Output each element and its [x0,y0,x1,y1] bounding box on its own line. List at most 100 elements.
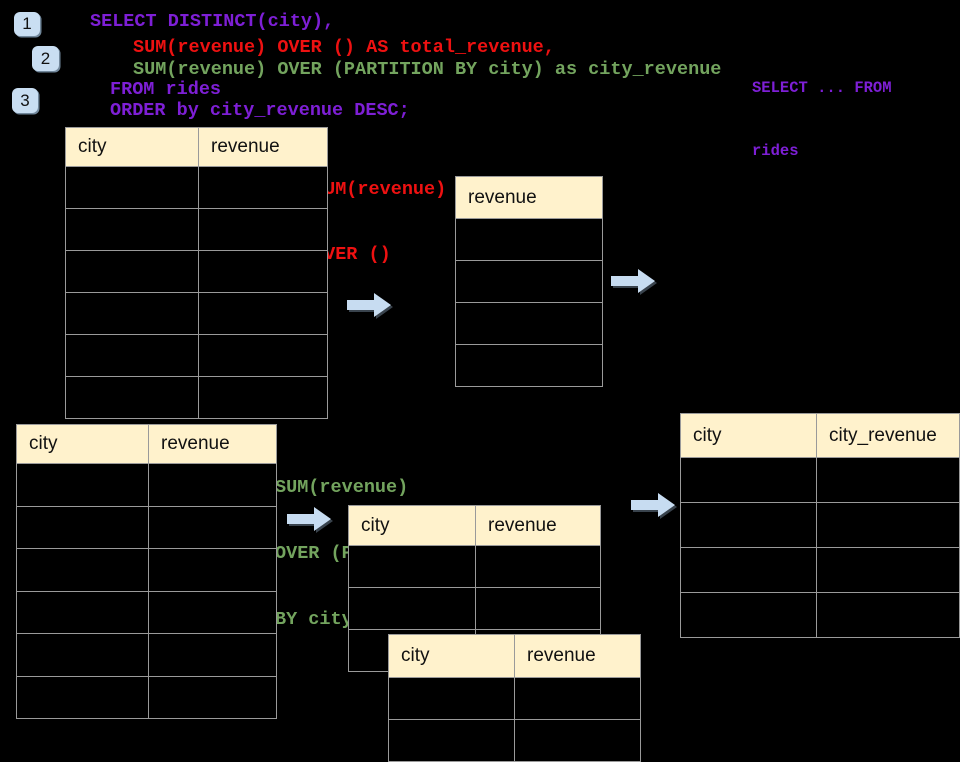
table-row [16,675,277,719]
table-cell-empty [348,545,476,588]
sql-line-order-by: ORDER by city_revenue DESC; [110,100,410,121]
step-badge-2: 2 [32,46,59,71]
arrow-right-icon [347,291,392,319]
table-row [679,502,960,548]
side-note-sql: SELECT ... FROM rides [752,36,892,183]
table-row [65,334,328,377]
table-row [455,344,603,387]
table-cell-empty [679,592,818,638]
table-cell-empty [148,590,277,634]
table-cell-empty [816,547,960,593]
table-row [16,505,277,549]
table-row [679,457,960,503]
table-row [16,633,277,677]
table-cell-empty [816,502,960,548]
table-row [348,545,601,588]
table-cell-empty [16,548,149,592]
table-cell-empty [198,292,328,335]
table-cell-empty [679,547,818,593]
arrow-right-icon [611,267,656,295]
table-cell-empty [65,208,199,251]
step-badge-1: 1 [14,12,40,36]
column-header-city: city [16,424,149,464]
table-cell-empty [388,719,515,762]
annotation-partition-line-1: SUM(revenue) [275,477,409,498]
table-cell-empty [148,548,277,592]
table-row [679,592,960,638]
table-row [65,376,328,419]
table-total-revenue-result: revenue [455,176,603,387]
table-cell-empty [148,463,277,507]
table-row [455,218,603,261]
table-row [65,166,328,209]
table-cell-empty [16,590,149,634]
table-cell-empty [198,334,328,377]
table-cell-empty [816,592,960,638]
sql-line-select: SELECT DISTINCT(city), [90,11,335,32]
table-row [65,292,328,335]
table-cell-empty [455,218,603,261]
column-header-revenue: revenue [455,176,603,219]
table-cell-empty [679,502,818,548]
column-header-city_revenue: city_revenue [816,413,960,458]
column-header-revenue: revenue [475,505,601,546]
table-cell-empty [148,633,277,677]
table-cell-empty [514,677,641,720]
table-row [348,587,601,630]
table-cell-empty [816,457,960,503]
annotation-total-line-2: OVER () [313,243,391,265]
table-cell-empty [388,677,515,720]
column-header-revenue: revenue [198,127,328,167]
table-cell-empty [198,208,328,251]
table-cell-empty [348,587,476,630]
column-header-city: city [388,634,515,678]
table-cell-empty [475,587,601,630]
arrow-right-icon [631,491,676,519]
table-row [65,250,328,293]
table-cell-empty [16,463,149,507]
column-header-revenue: revenue [514,634,641,678]
table-cell-empty [148,675,277,719]
header-row: revenue [455,176,603,219]
column-header-revenue: revenue [148,424,277,464]
sql-line-total-revenue: SUM(revenue) OVER () AS total_revenue, [133,37,555,58]
annotation-total-revenue: SUM(revenue) OVER () [313,136,446,287]
table-cell-empty [455,302,603,345]
table-cell-empty [514,719,641,762]
table-row [16,548,277,592]
step-badge-3: 3 [12,88,38,113]
table-cell-empty [455,260,603,303]
side-note-line-2: rides [752,142,799,160]
arrow-right-icon [287,505,332,533]
table-cell-empty [455,344,603,387]
side-note-line-1: SELECT ... FROM [752,79,892,97]
table-cell-empty [65,334,199,377]
table-row [65,208,328,251]
table-cell-empty [198,376,328,419]
table-cell-empty [65,376,199,419]
table-cell-empty [198,250,328,293]
table-row [679,547,960,593]
table-cell-empty [65,166,199,209]
table-cell-empty [475,545,601,588]
table-cell-empty [16,505,149,549]
table-row [455,260,603,303]
sql-line-city-revenue: SUM(revenue) OVER (PARTITION BY city) as… [133,59,722,80]
column-header-city: city [348,505,476,546]
table-cell-empty [16,633,149,677]
table-cell-empty [65,292,199,335]
column-header-city: city [65,127,199,167]
table-row [16,463,277,507]
table-row [388,719,641,762]
table-row [455,302,603,345]
table-row [388,677,641,720]
table-cell-empty [679,457,818,503]
table-cell-empty [65,250,199,293]
